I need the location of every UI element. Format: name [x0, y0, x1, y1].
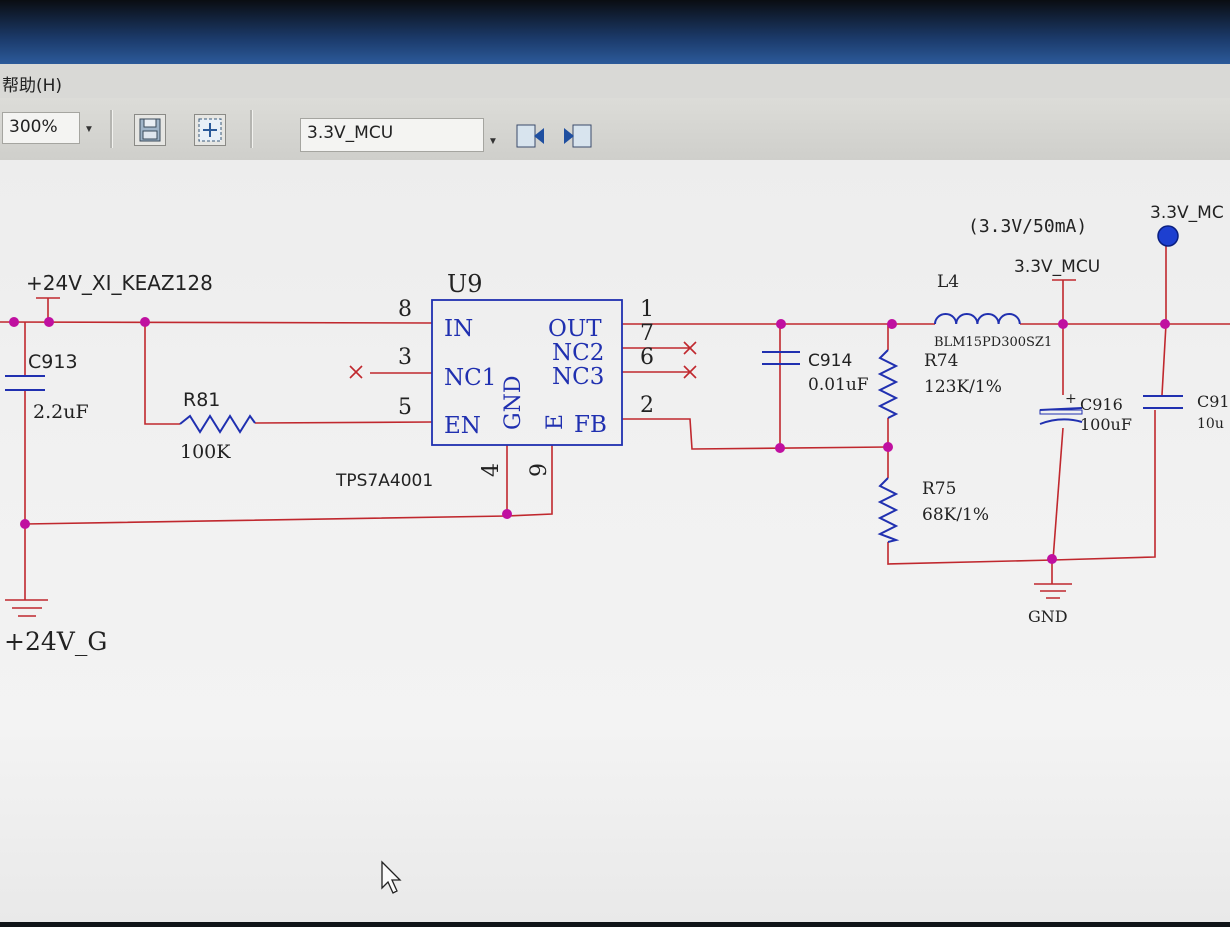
capacitor-c91x[interactable]: C91 10u — [1143, 392, 1230, 432]
net-input-label: +24V_XI_KEAZ128 — [26, 271, 213, 295]
pin-gnd-name: GND — [501, 376, 526, 430]
toolbar-separator — [110, 110, 113, 148]
save-icon — [139, 118, 161, 142]
r75-value: 68K/1% — [922, 505, 989, 525]
pin-nc3-name: NC3 — [552, 364, 604, 390]
net-input-port[interactable]: +24V_XI_KEAZ128 — [26, 271, 213, 299]
schematic-canvas[interactable]: U9 TPS7A4001 8 IN 3 NC1 5 EN 1 OUT 7 NC2… — [0, 160, 1230, 922]
ic-ref-label: U9 — [447, 270, 483, 298]
gnd-right-label: GND — [1028, 607, 1068, 626]
menu-bar: 帮助(H) — [0, 64, 1230, 99]
pin-en-name: EN — [444, 413, 481, 439]
c914-ref: C914 — [808, 351, 852, 371]
net-select-value: 3.3V_MCU — [307, 123, 394, 143]
c916-ref: C916 — [1080, 395, 1123, 414]
l4-value: BLM15PD300SZ1 — [934, 335, 1052, 350]
c913-value: 2.2uF — [33, 401, 89, 423]
schematic-drawing: U9 TPS7A4001 8 IN 3 NC1 5 EN 1 OUT 7 NC2… — [0, 203, 1230, 894]
zoom-value: 300% — [9, 117, 58, 137]
l4-ref: L4 — [937, 272, 959, 292]
prev-net-icon — [516, 124, 544, 148]
net-select[interactable]: 3.3V_MCU — [300, 118, 484, 152]
pin-gnd-number: 4 — [479, 463, 504, 477]
save-button[interactable] — [134, 114, 166, 146]
zoom-dropdown-arrow-icon[interactable]: ▼ — [84, 124, 94, 135]
mouse-cursor-icon — [381, 860, 402, 894]
no-connect-markers — [349, 341, 697, 379]
window-title-bar — [0, 0, 1230, 64]
junctions — [9, 317, 1170, 564]
pin-nc2-name: NC2 — [552, 340, 604, 366]
pin-en-number: 5 — [398, 395, 412, 420]
pin-in-name: IN — [444, 316, 473, 342]
resistor-r75[interactable]: R75 68K/1% — [877, 477, 989, 543]
c913-ref: C913 — [28, 351, 78, 373]
capacitor-c916[interactable]: + C916 100uF — [1039, 391, 1132, 434]
fit-icon — [198, 118, 222, 142]
next-net-button[interactable] — [562, 120, 594, 152]
ic-u9[interactable]: U9 TPS7A4001 8 IN 3 NC1 5 EN 1 OUT 7 NC2… — [335, 270, 654, 491]
pin-fb-name: FB — [574, 412, 607, 438]
resistor-r81[interactable]: R81 100K — [179, 389, 256, 463]
fit-view-button[interactable] — [194, 114, 226, 146]
net-port-3v3-mid[interactable]: 3.3V_MCU — [1014, 257, 1100, 281]
ic-part-label: TPS7A4001 — [335, 471, 433, 491]
c91x-ref: C91 — [1197, 392, 1230, 411]
toolbar: 300% ▼ 3.3V_MCU ▼ — [0, 98, 1230, 161]
toolbar-separator — [250, 110, 253, 148]
capacitor-c913[interactable]: C913 2.2uF — [5, 351, 89, 423]
current-note: (3.3V/50mA) — [968, 216, 1087, 237]
pin-out-number: 1 — [640, 297, 654, 322]
r75-ref: R75 — [922, 479, 956, 499]
zoom-select[interactable]: 300% — [2, 112, 80, 144]
net-port-right-dot[interactable] — [1157, 225, 1179, 247]
ic-body — [431, 299, 623, 446]
pin-e-number: 9 — [527, 463, 552, 477]
pin-nc3-number: 6 — [640, 345, 654, 370]
inductor-l4[interactable]: L4 BLM15PD300SZ1 — [934, 272, 1052, 350]
net-dropdown-arrow-icon[interactable]: ▼ — [488, 136, 498, 147]
c91x-value: 10u — [1197, 416, 1224, 432]
r81-value: 100K — [180, 441, 231, 463]
ground-left-label: +24V_G — [4, 627, 107, 656]
ground-symbol-left — [5, 599, 48, 617]
c916-value: 100uF — [1080, 415, 1132, 434]
next-net-icon — [564, 124, 592, 148]
pin-nc2-number: 7 — [640, 321, 654, 346]
c916-polarity: + — [1065, 391, 1077, 407]
r74-ref: R74 — [924, 351, 958, 371]
pin-e-name: E — [543, 414, 568, 430]
pin-nc1-name: NC1 — [444, 365, 496, 391]
pin-nc1-number: 3 — [398, 345, 412, 370]
c914-value: 0.01uF — [808, 375, 869, 395]
pin-in-number: 8 — [398, 297, 412, 322]
menu-help[interactable]: 帮助(H) — [2, 76, 63, 96]
pin-out-name: OUT — [548, 316, 602, 342]
r74-value: 123K/1% — [924, 377, 1002, 397]
net-right-label: 3.3V_MC — [1150, 203, 1224, 223]
r81-ref: R81 — [183, 389, 220, 411]
resistor-r74[interactable]: R74 123K/1% — [877, 349, 1002, 419]
capacitor-c914[interactable]: C914 0.01uF — [762, 351, 869, 395]
ground-symbol-right — [1034, 583, 1072, 599]
prev-net-button[interactable] — [514, 120, 546, 152]
pin-fb-number: 2 — [640, 393, 654, 418]
net-mid-label: 3.3V_MCU — [1014, 257, 1100, 277]
